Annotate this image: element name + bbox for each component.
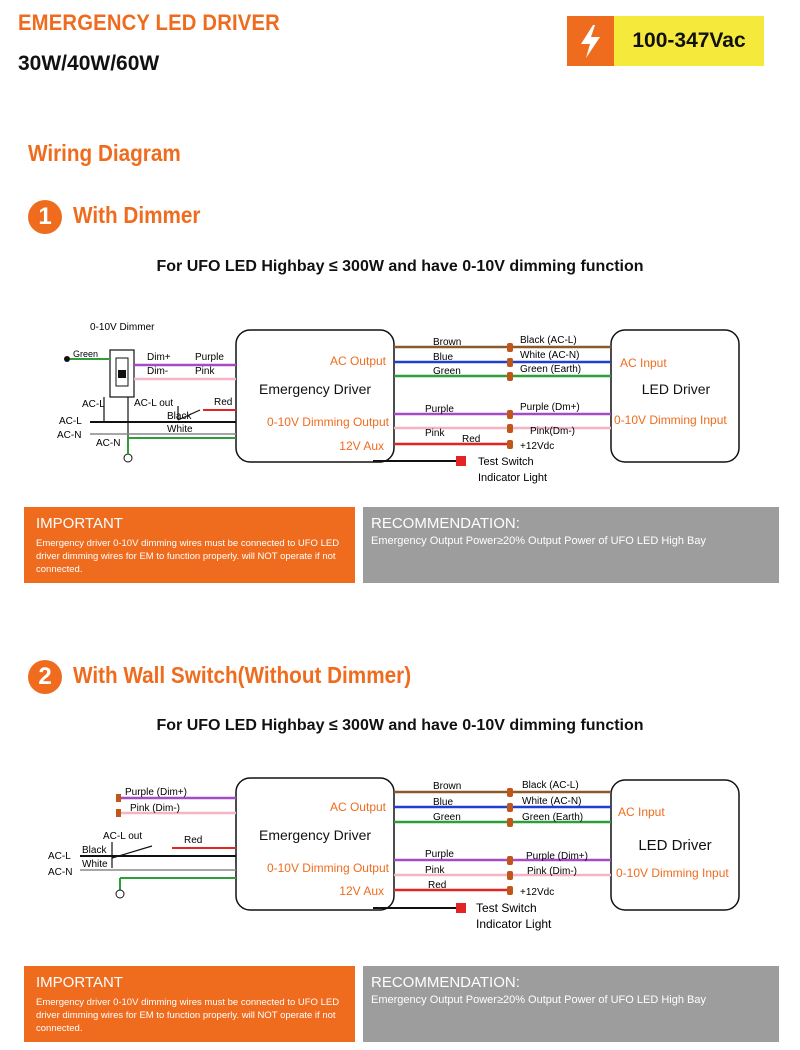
svg-text:0-10V Dimming Output: 0-10V Dimming Output bbox=[267, 861, 390, 875]
svg-text:Green (Earth): Green (Earth) bbox=[522, 812, 583, 823]
svg-text:Purple (Dim+): Purple (Dim+) bbox=[526, 851, 588, 862]
wiring-heading: Wiring Diagram bbox=[28, 140, 181, 166]
svg-text:White (AC-N): White (AC-N) bbox=[522, 796, 581, 807]
svg-text:Test Switch: Test Switch bbox=[476, 901, 537, 915]
led-driver-box bbox=[610, 329, 740, 463]
page-title: EMERGENCY LED DRIVER bbox=[18, 10, 280, 35]
svg-text:Pink: Pink bbox=[425, 428, 445, 439]
ac-input-label: AC Input bbox=[620, 356, 667, 370]
wiring-diagram-1: Emergency Driver LED Driver AC Output 0-… bbox=[57, 322, 740, 484]
aux-label: 12V Aux bbox=[339, 439, 384, 453]
svg-text:Green: Green bbox=[433, 366, 461, 377]
svg-text:Pink: Pink bbox=[195, 366, 215, 377]
recommendation-note-2: RECOMMENDATION: Emergency Output Power≥2… bbox=[363, 966, 779, 1042]
wall-switch-icon bbox=[177, 409, 201, 421]
svg-text:Green: Green bbox=[73, 349, 98, 359]
svg-text:Pink (Dim-): Pink (Dim-) bbox=[130, 803, 180, 814]
svg-text:Black (AC-L): Black (AC-L) bbox=[520, 335, 577, 346]
svg-text:Purple (Dim+): Purple (Dim+) bbox=[125, 787, 187, 798]
svg-text:Purple: Purple bbox=[425, 849, 454, 860]
important-body: Emergency driver 0-10V dimming wires mus… bbox=[36, 538, 340, 575]
svg-text:Pink (Dim-): Pink (Dim-) bbox=[527, 866, 577, 877]
led-driver-title: LED Driver bbox=[642, 381, 711, 397]
svg-text:Test Switch: Test Switch bbox=[478, 456, 534, 468]
svg-text:0-10V Dimming Input: 0-10V Dimming Input bbox=[616, 866, 729, 880]
svg-text:Red: Red bbox=[428, 880, 446, 891]
svg-text:Emergency Driver: Emergency Driver bbox=[259, 827, 371, 843]
recommendation-note-1: RECOMMENDATION: Emergency Output Power≥2… bbox=[363, 507, 779, 583]
svg-text:Red: Red bbox=[184, 835, 202, 846]
svg-text:Red: Red bbox=[462, 434, 480, 445]
svg-text:LED Driver: LED Driver bbox=[638, 837, 711, 854]
section1-caption: For UFO LED Highbay ≤ 300W and have 0-10… bbox=[156, 258, 644, 275]
svg-text:AC-L out: AC-L out bbox=[134, 398, 173, 409]
svg-text:AC Input: AC Input bbox=[618, 805, 665, 819]
svg-text:Purple: Purple bbox=[195, 352, 224, 363]
svg-text:AC-L: AC-L bbox=[82, 399, 105, 410]
voltage-label: 100-347Vac bbox=[614, 16, 764, 66]
emergency-driver-box bbox=[235, 329, 395, 463]
svg-text:AC-L out: AC-L out bbox=[103, 831, 142, 842]
svg-text:AC-L: AC-L bbox=[59, 416, 82, 427]
svg-text:Purple (Dm+): Purple (Dm+) bbox=[520, 402, 580, 413]
wiring-diagram-2: Emergency Driver LED Driver AC Output 0-… bbox=[48, 777, 740, 931]
svg-text:White (AC-N): White (AC-N) bbox=[520, 350, 579, 361]
dimming-input-label: 0-10V Dimming Input bbox=[614, 413, 727, 427]
section2-caption: For UFO LED Highbay ≤ 300W and have 0-10… bbox=[156, 717, 644, 734]
svg-text:Black (AC-L): Black (AC-L) bbox=[522, 780, 579, 791]
recommendation-body: Emergency Output Power≥20% Output Power … bbox=[371, 535, 706, 547]
step-badge-1: 1 bbox=[28, 200, 62, 234]
ground-icon-2 bbox=[123, 453, 133, 463]
svg-text:+12Vdc: +12Vdc bbox=[520, 887, 554, 898]
ac-output-label: AC Output bbox=[330, 354, 387, 368]
svg-text:AC Output: AC Output bbox=[330, 800, 387, 814]
emergency-driver-title: Emergency Driver bbox=[259, 381, 371, 397]
svg-text:Black: Black bbox=[82, 845, 107, 856]
svg-text:Green: Green bbox=[433, 812, 461, 823]
important-note-2: IMPORTANT Emergency driver 0-10V dimming… bbox=[24, 966, 355, 1042]
svg-text:Indicator Light: Indicator Light bbox=[478, 472, 547, 484]
svg-text:0-10V Dimmer: 0-10V Dimmer bbox=[90, 322, 155, 333]
svg-text:Pink: Pink bbox=[425, 865, 445, 876]
test-switch-icon bbox=[456, 456, 466, 466]
important-note-1: IMPORTANT Emergency driver 0-10V dimming… bbox=[24, 507, 355, 583]
svg-text:Purple: Purple bbox=[425, 404, 454, 415]
svg-text:Indicator Light: Indicator Light bbox=[476, 917, 552, 931]
svg-text:White: White bbox=[82, 859, 108, 870]
svg-text:White: White bbox=[167, 424, 193, 435]
svg-text:AC-N: AC-N bbox=[48, 867, 72, 878]
svg-text:Brown: Brown bbox=[433, 781, 461, 792]
important-head: IMPORTANT bbox=[36, 515, 123, 532]
ground-icon bbox=[64, 356, 70, 362]
svg-text:Blue: Blue bbox=[433, 352, 453, 363]
svg-text:12V Aux: 12V Aux bbox=[339, 884, 384, 898]
wire-connectors bbox=[507, 343, 513, 449]
svg-text:Brown: Brown bbox=[433, 337, 461, 348]
svg-text:Blue: Blue bbox=[433, 797, 453, 808]
svg-text:AC-N: AC-N bbox=[57, 430, 81, 441]
step-badge-2: 2 bbox=[28, 660, 62, 694]
section2-title: With Wall Switch(Without Dimmer) bbox=[73, 662, 412, 688]
svg-text:Red: Red bbox=[214, 397, 232, 408]
svg-text:Black: Black bbox=[167, 411, 192, 422]
svg-text:Dim-: Dim- bbox=[147, 366, 168, 377]
lightning-bolt-icon bbox=[567, 16, 614, 66]
svg-text:+12Vdc: +12Vdc bbox=[520, 441, 554, 452]
recommendation-head: RECOMMENDATION: bbox=[371, 515, 520, 532]
svg-text:AC-L: AC-L bbox=[48, 851, 71, 862]
voltage-badge: 100-347Vac bbox=[567, 16, 764, 66]
section1-title: With Dimmer bbox=[73, 202, 201, 228]
svg-text:Green (Earth): Green (Earth) bbox=[520, 364, 581, 375]
svg-text:AC-N: AC-N bbox=[96, 438, 120, 449]
svg-text:Pink(Dm-): Pink(Dm-) bbox=[530, 426, 575, 437]
page-subtitle: 30W/40W/60W bbox=[18, 52, 160, 75]
svg-text:Dim+: Dim+ bbox=[147, 352, 171, 363]
dimming-output-label: 0-10V Dimming Output bbox=[267, 415, 390, 429]
